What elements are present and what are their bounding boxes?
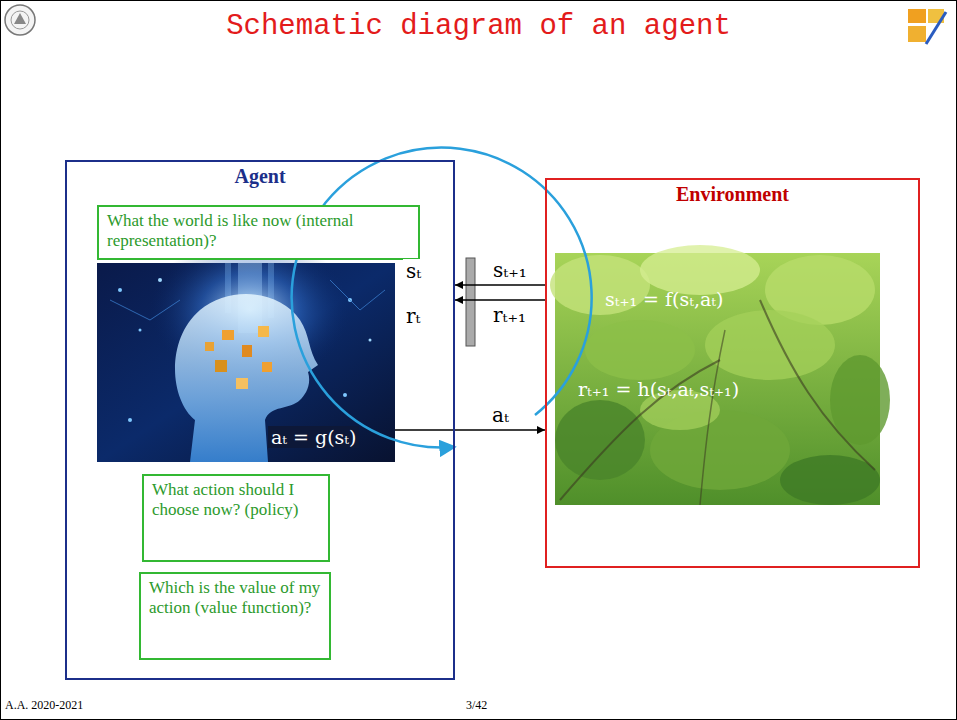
box-text: What the world is like now (internal rep…: [107, 211, 410, 252]
arrow-label: rₜ₊₁: [491, 303, 528, 327]
box-text: What action should I choose now? (policy…: [152, 480, 320, 521]
drawing-part: [262, 362, 272, 372]
box-heading: Agent: [67, 162, 453, 188]
drawing-part: [926, 12, 946, 44]
page-number: 3/42: [466, 698, 487, 713]
action-lead-line: [395, 429, 455, 431]
signal-arrow: [455, 299, 545, 301]
drawing-part: [330, 280, 385, 310]
environment-illustration: [550, 245, 890, 505]
drawing-part: [780, 455, 880, 505]
lab-logo: [906, 6, 948, 46]
value-box: Which is the value of my action (value f…: [139, 572, 331, 660]
university-seal: [5, 5, 35, 35]
drawing-part: [205, 342, 214, 351]
agent-box: AgentWhat the world is like now (interna…: [65, 160, 455, 680]
drawing-part: [222, 330, 234, 340]
signal-arrow: [455, 284, 545, 286]
drawing-part: [369, 339, 372, 342]
drawing-part: [585, 320, 695, 380]
drawing-part: [158, 278, 162, 282]
drawing-part: [5, 5, 35, 35]
signal-arrow: [455, 429, 545, 431]
policy-formula: aₜ = g(sₜ): [268, 426, 359, 448]
drawing-part: [242, 345, 252, 357]
drawing-part: [555, 400, 645, 480]
box-heading: Environment: [547, 180, 918, 206]
drawing-part: [215, 360, 227, 372]
drawing-part: [830, 355, 890, 445]
drawing-part: [11, 11, 29, 29]
transition-formula: sₜ₊₁ = f(sₜ,aₜ): [605, 288, 723, 310]
box-text: Which is the value of my action (value f…: [149, 578, 321, 619]
drawing-part: [14, 13, 26, 24]
environment-box: Environment: [545, 178, 920, 568]
reward-formula: rₜ₊₁ = h(sₜ,aₜ,sₜ₊₁): [578, 378, 739, 400]
drawing-part: [118, 288, 122, 292]
agent-illustration: [97, 235, 395, 462]
signal-name: sₜ: [403, 259, 424, 283]
drawing-part: [128, 418, 132, 422]
drawing-part: [110, 300, 180, 320]
drawing-part: [908, 9, 926, 23]
footer-note: A.A. 2020-2021: [5, 698, 83, 713]
drawing-part: [906, 6, 948, 46]
drawing-part: [236, 378, 248, 389]
signal-name: rₜ: [403, 304, 424, 328]
arrow-label: aₜ: [490, 403, 511, 427]
drawing-part: [700, 330, 725, 505]
separator-bar: [466, 258, 475, 346]
drawing-part: [258, 326, 269, 337]
drawing-part: [908, 26, 926, 42]
slide-title: Schematic diagram of an agent: [0, 10, 957, 43]
state-box: What the world is like now (internal rep…: [97, 205, 420, 260]
drawing-part: [139, 329, 142, 332]
drawing-part: [640, 245, 760, 295]
drawing-part: [343, 393, 347, 397]
policy-box: What action should I choose now? (policy…: [142, 474, 330, 562]
drawing-part: [760, 300, 875, 470]
arrow-label: sₜ₊₁: [491, 258, 529, 282]
